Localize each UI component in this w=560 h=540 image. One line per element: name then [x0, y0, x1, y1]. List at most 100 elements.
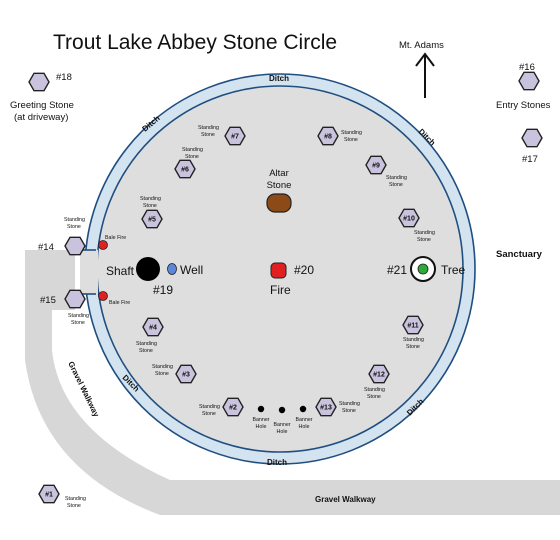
svg-text:#18: #18 — [56, 72, 72, 83]
svg-text:Standing: Standing — [199, 404, 220, 410]
banner-hole-1: Banner Hole — [252, 405, 270, 430]
map-title: Trout Lake Abbey Stone Circle — [53, 31, 337, 54]
svg-text:Shaft: Shaft — [106, 264, 135, 278]
standing-stone-8: #8 Standing Stone — [317, 126, 362, 146]
svg-text:#1: #1 — [45, 492, 53, 499]
svg-text:Greeting Stone: Greeting Stone — [10, 100, 74, 111]
standing-stone-3: #3 Standing Stone — [152, 364, 197, 384]
standing-stone-5: #5 Standing Stone — [140, 196, 163, 229]
svg-text:#10: #10 — [403, 216, 415, 223]
north-label: Mt. Adams — [399, 40, 444, 51]
svg-text:Standing: Standing — [182, 147, 203, 153]
svg-text:Hole: Hole — [256, 424, 267, 430]
svg-text:Standing: Standing — [64, 217, 85, 223]
svg-text:Standing: Standing — [414, 230, 435, 236]
banner-hole-3: Banner Hole — [295, 405, 313, 430]
entry-stone-17: #17 — [521, 128, 543, 165]
tree: #21 Tree — [387, 256, 466, 282]
svg-text:Stone: Stone — [202, 411, 216, 417]
svg-text:#17: #17 — [522, 154, 538, 165]
north-arrow-icon — [415, 52, 435, 98]
svg-text:Stone: Stone — [67, 224, 81, 230]
svg-text:Stone: Stone — [344, 137, 358, 143]
entry-gap — [80, 250, 98, 294]
svg-text:#4: #4 — [149, 325, 157, 332]
svg-text:#13: #13 — [320, 405, 332, 412]
svg-text:Stone: Stone — [71, 320, 85, 326]
entry-stones-label: Entry Stones — [496, 100, 551, 111]
svg-text:#2: #2 — [229, 405, 237, 412]
svg-text:Standing: Standing — [364, 387, 385, 393]
svg-text:Standing: Standing — [198, 125, 219, 131]
svg-text:Standing: Standing — [386, 175, 407, 181]
svg-text:Stone: Stone — [67, 503, 81, 509]
greeting-stone-18: #18 Greeting Stone (at driveway) — [10, 72, 74, 123]
svg-text:Standing: Standing — [65, 496, 86, 502]
svg-text:Standing: Standing — [136, 341, 157, 347]
svg-text:#6: #6 — [181, 167, 189, 174]
sanctuary-label: Sanctuary — [496, 249, 543, 260]
svg-text:Standing: Standing — [152, 364, 173, 370]
svg-text:#15: #15 — [40, 295, 56, 306]
svg-text:#12: #12 — [373, 372, 385, 379]
svg-text:Bale Fire: Bale Fire — [105, 235, 126, 241]
svg-text:Tree: Tree — [441, 263, 466, 277]
svg-text:Standing: Standing — [403, 337, 424, 343]
svg-text:Stone: Stone — [367, 394, 381, 400]
svg-text:#16: #16 — [519, 62, 535, 73]
svg-text:#5: #5 — [148, 217, 156, 224]
svg-text:Hole: Hole — [277, 429, 288, 435]
svg-text:Stone: Stone — [201, 132, 215, 138]
svg-text:#8: #8 — [324, 134, 332, 141]
standing-stone-14: #14 Standing Stone — [38, 217, 86, 256]
standing-stone-10: #10 Standing Stone — [398, 208, 435, 243]
svg-text:#21: #21 — [387, 263, 407, 277]
svg-text:#9: #9 — [372, 163, 380, 170]
standing-stone-13: #13 Standing Stone — [315, 397, 360, 417]
ditch-label-north: Ditch — [269, 74, 289, 83]
svg-text:Stone: Stone — [267, 180, 292, 191]
svg-text:Well: Well — [180, 263, 203, 277]
svg-text:Stone: Stone — [389, 182, 403, 188]
ditch-label-south: Ditch — [267, 458, 287, 467]
svg-text:#11: #11 — [407, 323, 418, 330]
svg-text:Banner: Banner — [295, 417, 312, 423]
svg-text:Fire: Fire — [270, 283, 291, 297]
svg-text:Stone: Stone — [406, 344, 420, 350]
svg-text:Stone: Stone — [185, 154, 199, 160]
standing-stone-9: #9 Standing Stone — [365, 155, 407, 188]
svg-text:Hole: Hole — [299, 424, 310, 430]
svg-text:Stone: Stone — [417, 237, 431, 243]
svg-text:Standing: Standing — [140, 196, 161, 202]
svg-text:Bale Fire: Bale Fire — [109, 300, 130, 306]
svg-text:Standing: Standing — [341, 130, 362, 136]
standing-stone-12: #12 Standing Stone — [364, 364, 390, 400]
banner-hole-2: Banner Hole — [273, 406, 291, 435]
svg-text:#3: #3 — [182, 372, 190, 379]
central-fire: #20 Fire — [270, 262, 314, 297]
svg-text:Stone: Stone — [139, 348, 153, 354]
svg-text:Banner: Banner — [273, 422, 290, 428]
standing-stone-4: #4 Standing Stone — [136, 317, 164, 354]
bale-fire-north: Bale Fire — [98, 235, 126, 250]
standing-stone-6: #6 Standing Stone — [174, 147, 203, 179]
svg-text:Banner: Banner — [252, 417, 269, 423]
standing-stone-1: #1 Standing Stone — [38, 484, 86, 509]
svg-text:(at driveway): (at driveway) — [14, 112, 68, 123]
standing-stone-7: #7 Standing Stone — [198, 125, 246, 146]
altar-stone: Altar Stone — [266, 168, 292, 213]
standing-stone-11: #11 Standing Stone — [402, 315, 424, 350]
bale-fire-south: Bale Fire — [98, 291, 130, 306]
well: Well — [167, 263, 203, 277]
svg-text:#20: #20 — [294, 263, 314, 277]
entry-stone-16: #16 — [518, 62, 540, 91]
svg-text:Altar: Altar — [269, 168, 289, 179]
svg-text:Stone: Stone — [143, 203, 157, 209]
svg-text:#14: #14 — [38, 242, 54, 253]
svg-text:Standing: Standing — [339, 401, 360, 407]
shaft: Shaft #19 — [106, 257, 173, 297]
svg-text:Stone: Stone — [155, 371, 169, 377]
standing-stone-15: #15 Standing Stone — [40, 289, 89, 326]
svg-text:#7: #7 — [231, 134, 239, 141]
svg-text:#19: #19 — [153, 283, 173, 297]
